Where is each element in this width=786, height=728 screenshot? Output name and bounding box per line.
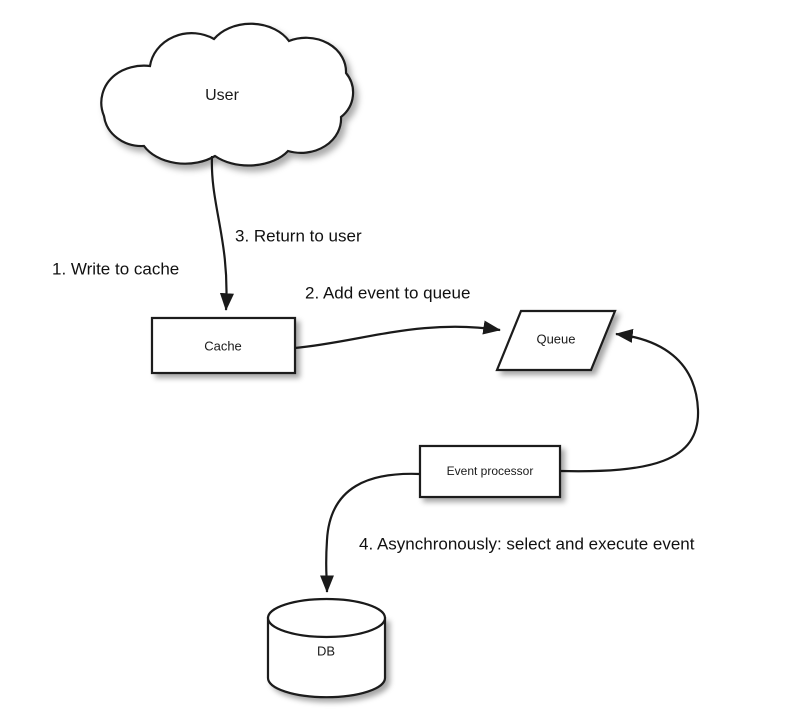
db-top-ellipse xyxy=(266,597,387,639)
cloud-shape xyxy=(100,22,355,167)
queue-shape xyxy=(495,309,617,372)
node-cache[interactable]: Cache xyxy=(150,316,297,375)
edge-processor-to-queue xyxy=(559,328,700,473)
db-body-shape xyxy=(266,616,387,699)
node-queue[interactable]: Queue xyxy=(495,309,617,372)
step-label-1: 1. Write to cache xyxy=(52,259,179,278)
node-user[interactable]: User xyxy=(100,22,355,167)
node-event-processor-label: Event processor xyxy=(447,464,534,478)
node-event-processor[interactable]: Event processor xyxy=(418,444,562,499)
node-cache-label: Cache xyxy=(204,338,242,353)
edge-user-to-cache xyxy=(210,155,234,311)
cache-shape xyxy=(150,316,297,375)
edge-cache-to-queue xyxy=(294,320,501,350)
step-label-2: 2. Add event to queue xyxy=(305,283,470,302)
node-db[interactable]: DB xyxy=(266,597,387,699)
edge-processor-to-db xyxy=(319,472,421,593)
node-user-label: User xyxy=(205,87,239,104)
step-label-3: 3. Return to user xyxy=(235,226,362,245)
node-db-label: DB xyxy=(317,643,335,658)
node-queue-label: Queue xyxy=(536,331,575,346)
step-label-4: 4. Asynchronously: select and execute ev… xyxy=(359,534,695,553)
event-processor-shape xyxy=(418,444,562,499)
